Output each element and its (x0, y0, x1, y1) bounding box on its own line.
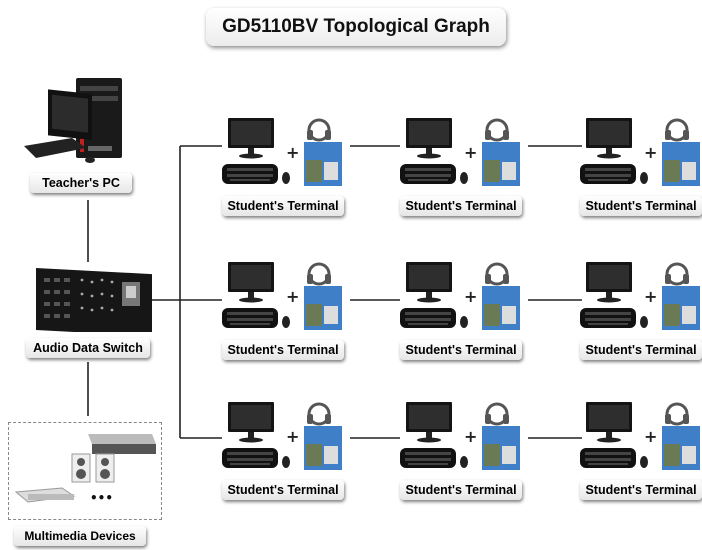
student-terminal-icon: + (580, 262, 700, 330)
student-terminal-label: Student's Terminal (400, 340, 522, 360)
student-terminal-icon: + (400, 402, 520, 470)
multimedia-devices-box (8, 422, 162, 520)
student-terminal-label: Student's Terminal (400, 480, 522, 500)
student-terminal-label: Student's Terminal (222, 340, 344, 360)
plus-sign: + (464, 287, 477, 306)
student-terminal-label: Student's Terminal (222, 196, 344, 216)
student-terminal-icon: + (222, 262, 342, 330)
plus-sign: + (644, 287, 657, 306)
student-terminal-icon: + (580, 118, 700, 186)
student-terminal-icon: + (400, 118, 520, 186)
student-terminal-label: Student's Terminal (580, 480, 702, 500)
plus-sign: + (286, 143, 299, 162)
student-terminal-label: Student's Terminal (222, 480, 344, 500)
student-terminal-label: Student's Terminal (580, 340, 702, 360)
student-terminal-icon: + (400, 262, 520, 330)
plus-sign: + (464, 143, 477, 162)
teacher-pc-icon (24, 78, 122, 163)
more-devices-ellipsis: ••• (90, 491, 113, 505)
plus-sign: + (286, 287, 299, 306)
student-terminal-icon: + (580, 402, 700, 470)
student-terminal-icon: + (222, 118, 342, 186)
plus-sign: + (464, 427, 477, 446)
student-terminal-label: Student's Terminal (580, 196, 702, 216)
audio-data-switch-icon (36, 268, 152, 332)
multimedia-label: Multimedia Devices (14, 526, 146, 546)
student-terminal-label: Student's Terminal (400, 196, 522, 216)
diagram-title: GD5110BV Topological Graph (206, 8, 506, 46)
audio-switch-label: Audio Data Switch (26, 338, 150, 358)
plus-sign: + (644, 143, 657, 162)
student-terminal-icon: + (222, 402, 342, 470)
plus-sign: + (286, 427, 299, 446)
multimedia-devices-icon: ••• (14, 434, 156, 505)
plus-sign: + (644, 427, 657, 446)
teacher-pc-label: Teacher's PC (30, 173, 132, 193)
